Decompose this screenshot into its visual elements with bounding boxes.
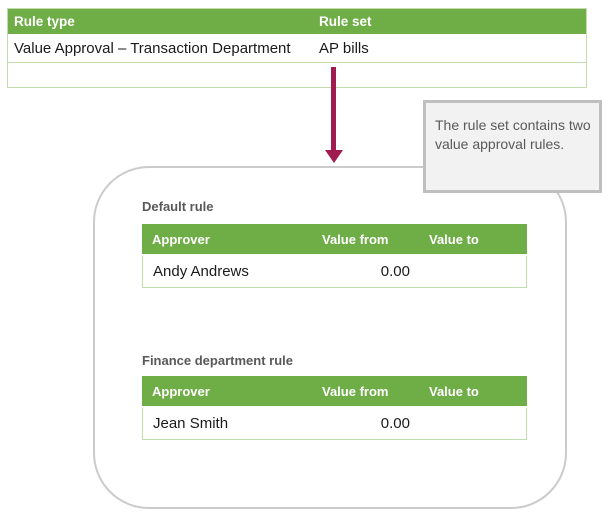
down-arrow-shaft — [331, 67, 336, 151]
value-to-column-header: Value to — [429, 231, 479, 247]
down-arrow-icon — [325, 150, 343, 163]
rule-set-column-header: Rule set — [319, 14, 372, 29]
rule-type-table-row: Value Approval – Transaction Department … — [8, 34, 586, 63]
callout-text: The rule set contains two value approval… — [435, 117, 591, 152]
value-from-cell: 0.00 — [380, 415, 410, 432]
value-from-cell: 0.00 — [380, 263, 410, 280]
default-rule-title: Default rule — [142, 199, 214, 214]
rule-type-column-header: Rule type — [14, 14, 75, 29]
value-from-column-header: Value from — [322, 231, 389, 247]
approver-cell: Andy Andrews — [153, 263, 249, 280]
approver-cell: Jean Smith — [153, 415, 229, 432]
value-from-column-header: Value from — [322, 383, 389, 399]
callout-note: The rule set contains two value approval… — [423, 100, 602, 193]
rule-type-table-empty-row — [8, 63, 586, 87]
rule-type-table: Rule type Rule set Value Approval – Tran… — [7, 8, 587, 88]
rule-set-cell-empty — [311, 63, 586, 87]
finance-rule-table: Approver Value from Value to Jean Smith … — [142, 376, 527, 440]
rule-type-table-header: Rule type Rule set — [8, 9, 586, 34]
finance-rule-table-row: Jean Smith 0.00 — [142, 408, 527, 440]
approver-column-header: Approver — [152, 231, 210, 247]
approver-column-header: Approver — [152, 383, 210, 399]
rule-type-cell: Value Approval – Transaction Department — [14, 39, 291, 57]
finance-rule-title: Finance department rule — [142, 353, 293, 368]
default-rule-table: Approver Value from Value to Andy Andrew… — [142, 224, 527, 288]
default-rule-table-header: Approver Value from Value to — [142, 224, 527, 256]
rule-set-cell: AP bills — [319, 39, 369, 57]
default-rule-table-row: Andy Andrews 0.00 — [142, 256, 527, 288]
rule-type-cell-empty — [8, 63, 311, 87]
value-to-column-header: Value to — [429, 383, 479, 399]
finance-rule-table-header: Approver Value from Value to — [142, 376, 527, 408]
rule-set-container: Default rule Approver Value from Value t… — [93, 166, 567, 509]
